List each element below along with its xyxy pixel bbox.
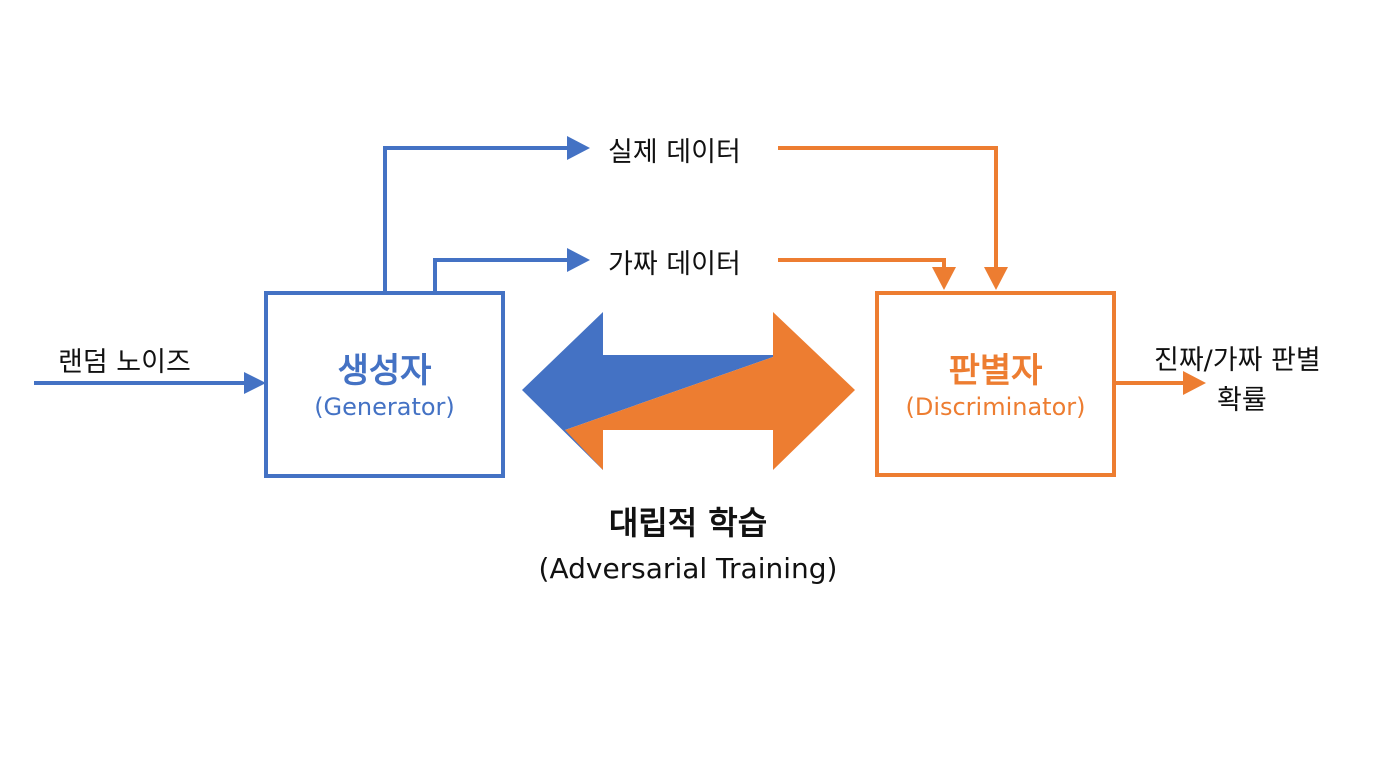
adversarial-arrow-orange-part bbox=[565, 312, 855, 470]
noise-to-generator-arrow bbox=[34, 372, 266, 394]
real-data-to-discriminator-arrow bbox=[778, 146, 1008, 290]
discriminator-output-arrow bbox=[1114, 371, 1206, 395]
fake-data-to-discriminator-arrow bbox=[778, 258, 956, 290]
real-data-label: 실제 데이터 bbox=[608, 137, 741, 168]
noise-input-label: 랜덤 노이즈 bbox=[58, 347, 191, 378]
generator-to-fake-data-arrow bbox=[433, 248, 590, 293]
generator-subtitle: (Generator) bbox=[314, 393, 455, 421]
discriminator-subtitle: (Discriminator) bbox=[905, 393, 1086, 421]
output-label-line2: 확률 bbox=[1217, 385, 1267, 416]
fake-data-label: 가짜 데이터 bbox=[608, 249, 741, 280]
adversarial-double-arrow bbox=[522, 312, 855, 470]
output-label-line1: 진짜/가짜 판별 bbox=[1154, 345, 1321, 376]
discriminator-title: 판별자 bbox=[948, 351, 1043, 391]
adversarial-subtitle: (Adversarial Training) bbox=[538, 552, 838, 585]
discriminator-box bbox=[875, 291, 1116, 477]
adversarial-title: 대립적 학습 bbox=[608, 504, 768, 542]
generator-title: 생성자 bbox=[337, 351, 432, 391]
generator-box bbox=[264, 291, 505, 478]
generator-to-real-data-arrow bbox=[383, 136, 590, 293]
